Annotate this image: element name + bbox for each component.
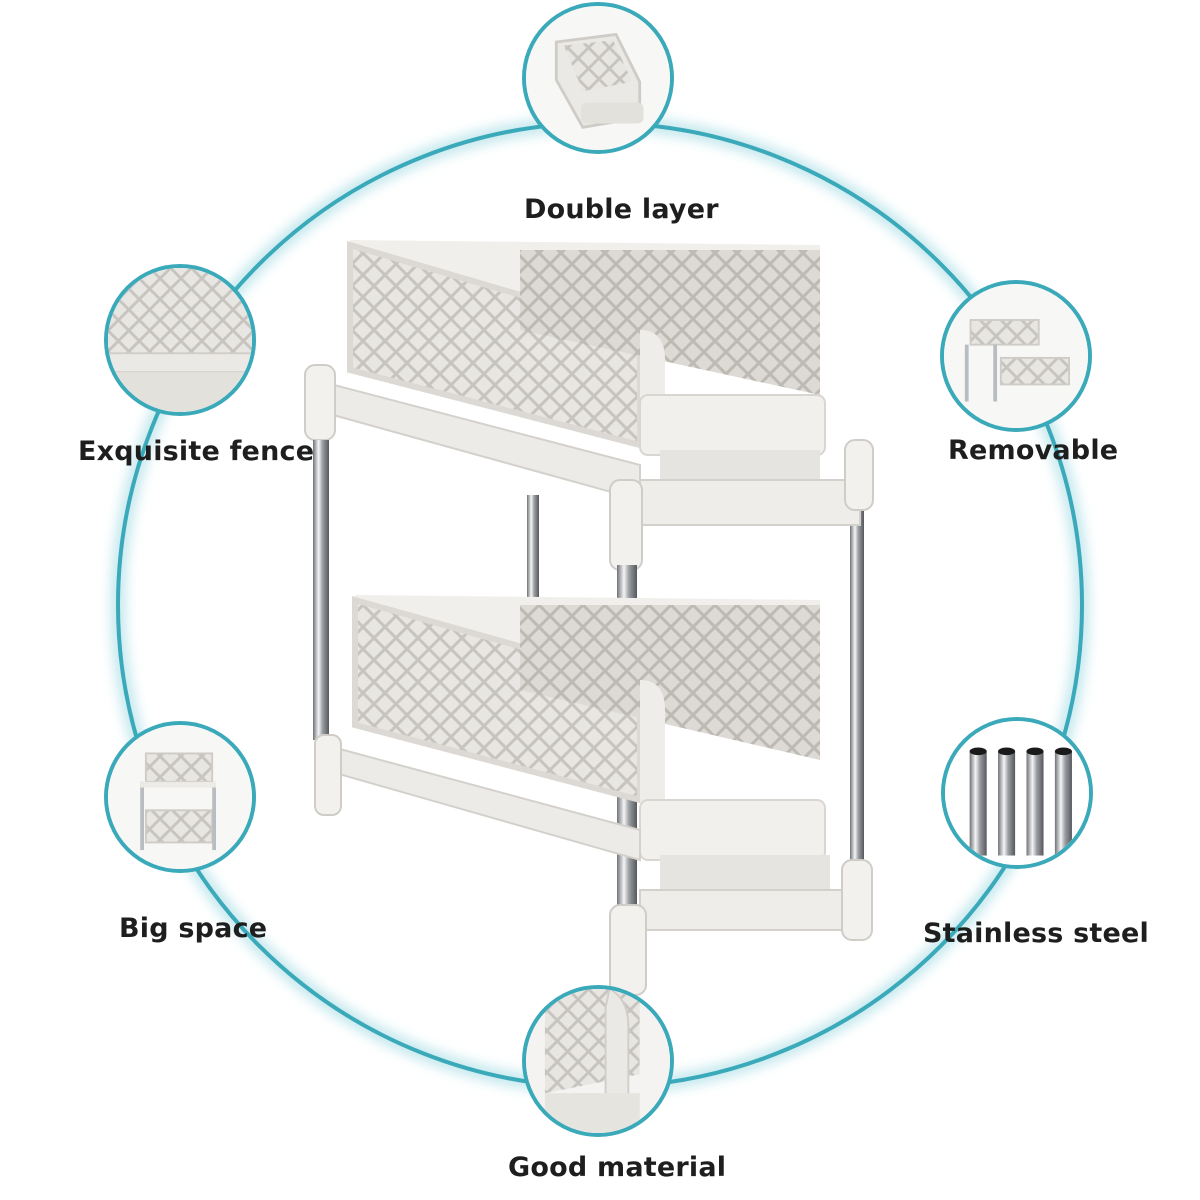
- label-exquisite-fence: Exquisite fence: [78, 436, 315, 467]
- badge-big-space: [104, 721, 256, 873]
- steel-tubes-icon: [945, 721, 1089, 865]
- label-big-space: Big space: [119, 913, 268, 944]
- label-removable: Removable: [948, 435, 1119, 466]
- badge-double-layer: [522, 2, 674, 154]
- two-tier-rack-icon: [108, 725, 252, 869]
- label-double-layer: Double layer: [524, 194, 719, 225]
- label-stainless-steel: Stainless steel: [923, 918, 1150, 949]
- badge-exquisite-fence: [104, 264, 256, 416]
- two-tier-rack-removed-icon: [944, 284, 1088, 428]
- label-good-material: Good material: [508, 1152, 727, 1183]
- material-closeup-icon: [526, 989, 670, 1133]
- badge-stainless-steel: [941, 717, 1093, 869]
- badge-good-material: [522, 985, 674, 1137]
- lattice-fence-icon: [108, 268, 252, 412]
- basket-drawer-icon: [526, 6, 670, 150]
- badge-removable: [940, 280, 1092, 432]
